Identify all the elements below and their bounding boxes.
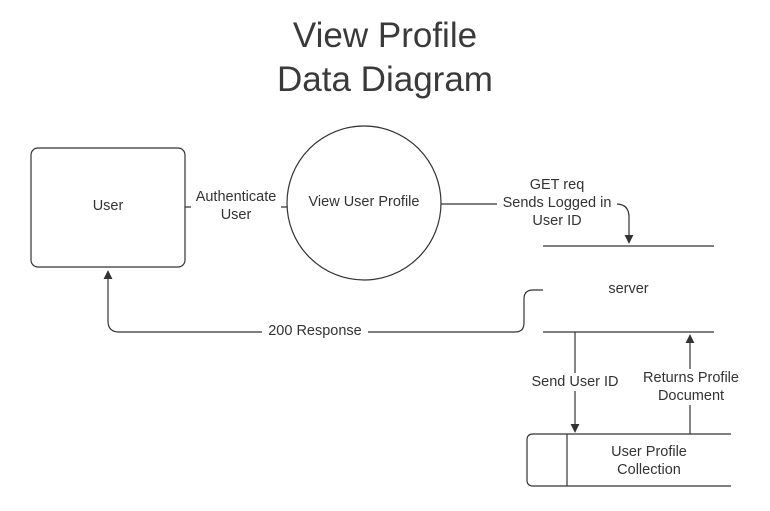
send-user-id-flow-label: Send User ID xyxy=(526,373,624,391)
get-req-flow-label-line2: Sends Logged in xyxy=(497,194,617,212)
response-flow-line xyxy=(103,270,543,333)
response-flow-label: 200 Response xyxy=(262,322,368,340)
user-entity-label: User xyxy=(92,198,124,214)
get-req-flow-label-line3: User ID xyxy=(532,213,582,229)
get-req-flow-label-line1: GET req xyxy=(529,177,585,193)
returns-profile-flow-label-line1: Returns Profile xyxy=(636,369,746,387)
diagram-title-line2: Data Diagram xyxy=(277,60,493,99)
authenticate-flow-label-line2: User xyxy=(191,206,281,224)
collection-store-shape xyxy=(526,433,731,487)
collection-store-label-line2: Collection xyxy=(617,462,681,478)
process-circle xyxy=(286,125,442,281)
server-store-label: server xyxy=(608,281,649,297)
returns-profile-flow-label-line2: Document xyxy=(636,387,746,405)
collection-store-label-line1: User Profile xyxy=(611,444,687,460)
process-label: View User Profile xyxy=(308,194,420,210)
authenticate-flow-label-line1: Authenticate xyxy=(191,188,281,206)
diagram-title-line1: View Profile xyxy=(292,16,478,55)
